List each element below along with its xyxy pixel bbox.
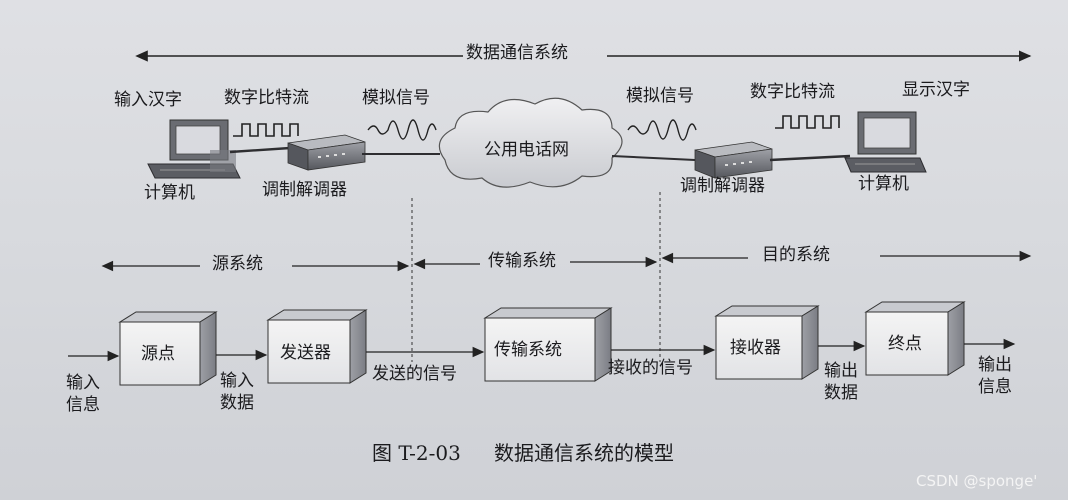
flow-arrows: [68, 338, 1016, 362]
label-receiver: 接收器: [730, 338, 781, 358]
digital-wave-left: [233, 123, 299, 137]
figure-title: 数据通信系统的模型: [494, 441, 674, 465]
label-computer-left: 计算机: [144, 183, 195, 203]
phone-network-cloud: [438, 97, 623, 188]
label-received-signal: 接收的信号: [608, 358, 693, 378]
segment-transmission: 传输系统: [488, 251, 556, 271]
computer-icon-right: [844, 111, 927, 173]
label-computer-right: 计算机: [858, 174, 909, 194]
box-transmitter: [266, 309, 368, 384]
label-transmitter: 发送器: [280, 343, 331, 363]
label-digital-bits-left: 数字比特流: [224, 88, 309, 108]
label-modem-right: 调制解调器: [680, 176, 765, 196]
computer-icon-left: [147, 119, 241, 179]
box-transmission: [483, 307, 613, 382]
segment-destination: 目的系统: [762, 245, 830, 265]
label-modem-left: 调制解调器: [262, 180, 347, 200]
label-destination-point: 终点: [888, 334, 922, 354]
box-source: [118, 311, 218, 386]
label-display-chinese: 显示汉字: [902, 80, 970, 100]
figure-number: 图 T-2-03: [372, 441, 461, 465]
box-receiver: [714, 305, 820, 380]
label-transmission-system: 传输系统: [494, 340, 562, 360]
label-output-data: 输出 数据: [824, 361, 858, 404]
label-input-info: 输入 信息: [66, 373, 100, 416]
segment-arrows: [101, 250, 1032, 272]
box-destination: [864, 301, 966, 376]
segment-source: 源系统: [212, 254, 263, 274]
label-analog-left: 模拟信号: [362, 88, 430, 108]
label-digital-bits-right: 数字比特流: [750, 82, 835, 102]
system-title: 数据通信系统: [466, 43, 568, 63]
network-label: 公用电话网: [484, 140, 569, 160]
analog-wave-right: [627, 119, 697, 141]
label-source-point: 源点: [141, 344, 175, 364]
analog-wave-left: [367, 119, 437, 141]
modem-icon-right: [694, 141, 773, 179]
digital-wave-right: [775, 115, 840, 129]
label-analog-right: 模拟信号: [626, 86, 694, 106]
label-output-info: 输出 信息: [978, 355, 1012, 398]
watermark: CSDN @sponge': [916, 472, 1038, 490]
label-input-chinese: 输入汉字: [114, 90, 182, 110]
label-sent-signal: 发送的信号: [372, 364, 457, 384]
modem-icon-left: [287, 134, 366, 171]
label-input-data: 输入 数据: [220, 371, 254, 414]
